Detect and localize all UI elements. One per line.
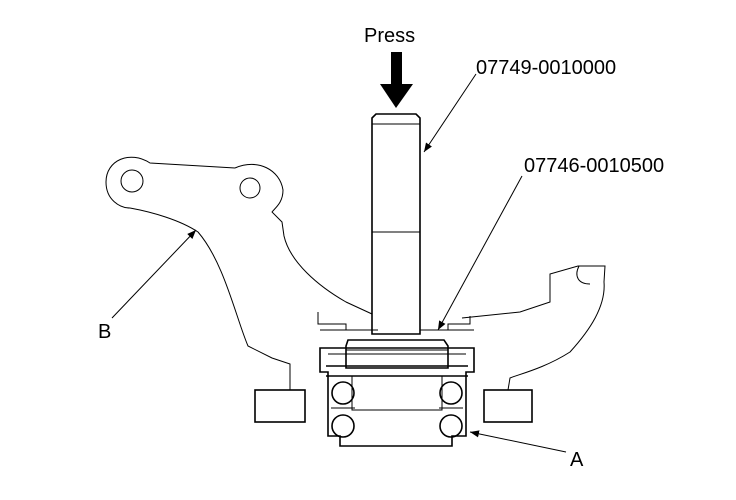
tool-upper-label: 07749-0010000 [476, 57, 617, 79]
leader-tool-lower [437, 175, 523, 331]
tool-lower-label: 07746-0010500 [524, 155, 665, 177]
driver-attachment [345, 339, 449, 369]
press-arrow-icon [380, 52, 413, 108]
part-b-label: B [98, 321, 112, 343]
knuckle-outline [105, 156, 606, 391]
leader-part-b [111, 229, 197, 319]
press-label: Press [364, 25, 416, 47]
leader-tool-upper [423, 73, 477, 153]
right-support-block [483, 389, 533, 423]
bearing-balls [331, 381, 463, 438]
hub-housing [319, 347, 475, 447]
driver-shaft [371, 113, 421, 335]
leader-part-a [469, 430, 567, 453]
part-a-label: A [570, 449, 584, 471]
left-support-block [254, 389, 306, 423]
